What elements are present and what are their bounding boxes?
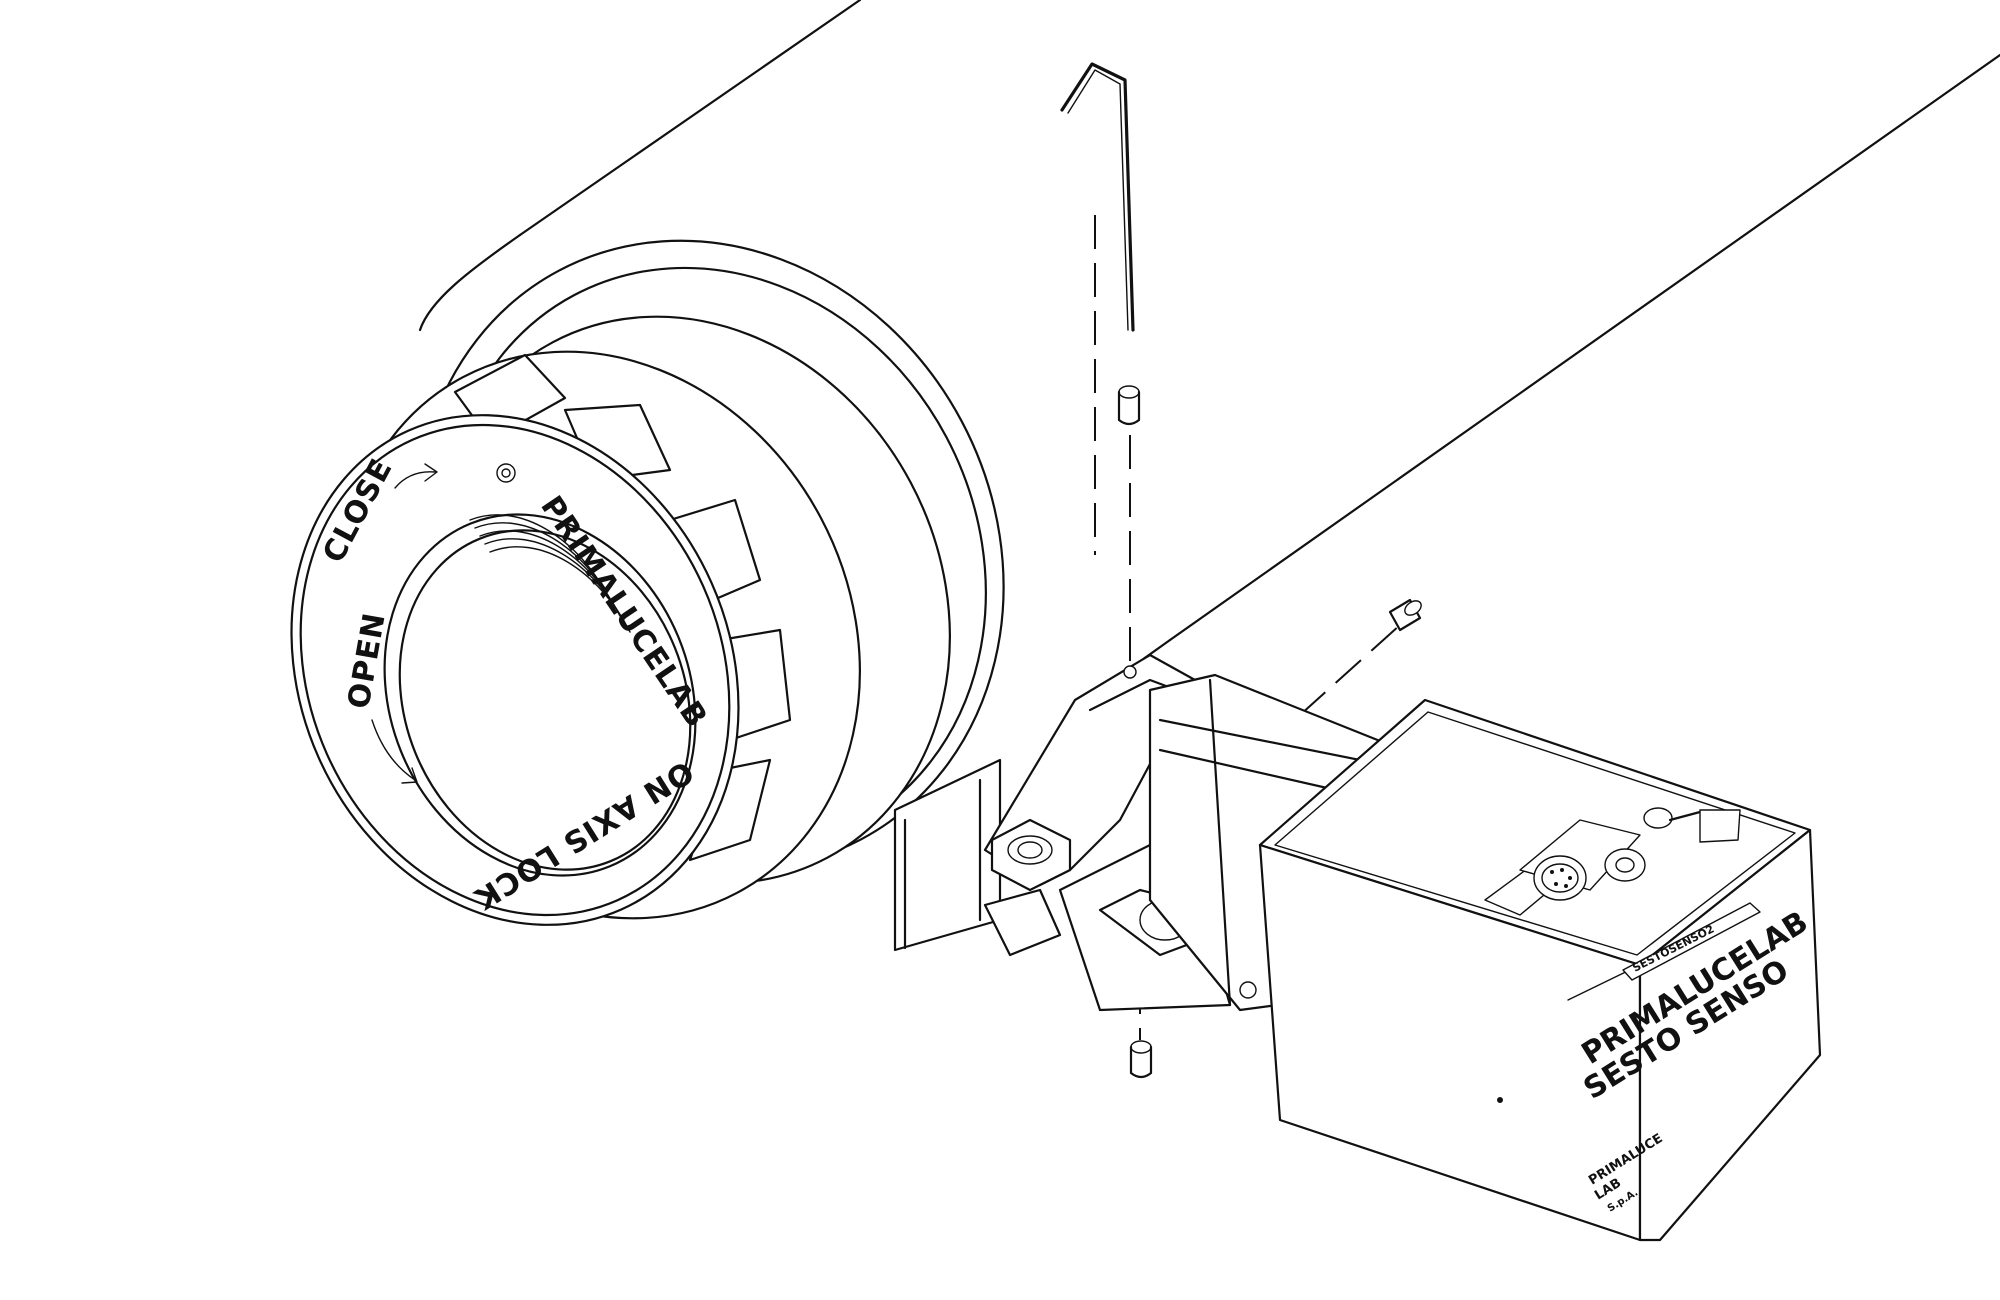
open-arrow-icon xyxy=(371,719,416,781)
grub-screw-top-icon xyxy=(1117,385,1141,426)
temperature-probe-icon xyxy=(1643,807,1673,829)
grub-screw-side-icon xyxy=(1388,598,1422,632)
connector-usb-icon xyxy=(1533,855,1587,901)
hex-key-icon xyxy=(1060,62,1135,332)
sesto-senso-motor-unit: SESTOSENSO2 PRIMALUCELAB SESTO SENSO PRI… xyxy=(1239,698,1822,1242)
connector-power-icon xyxy=(1604,848,1646,882)
close-arrow-icon xyxy=(394,471,436,489)
clamp-ring: CLOSE OPEN PRIMALUCELAB ON AXIS LOCK xyxy=(290,350,861,926)
grub-screw-bottom-icon xyxy=(1129,1040,1153,1079)
telescope-tube xyxy=(418,0,2000,692)
